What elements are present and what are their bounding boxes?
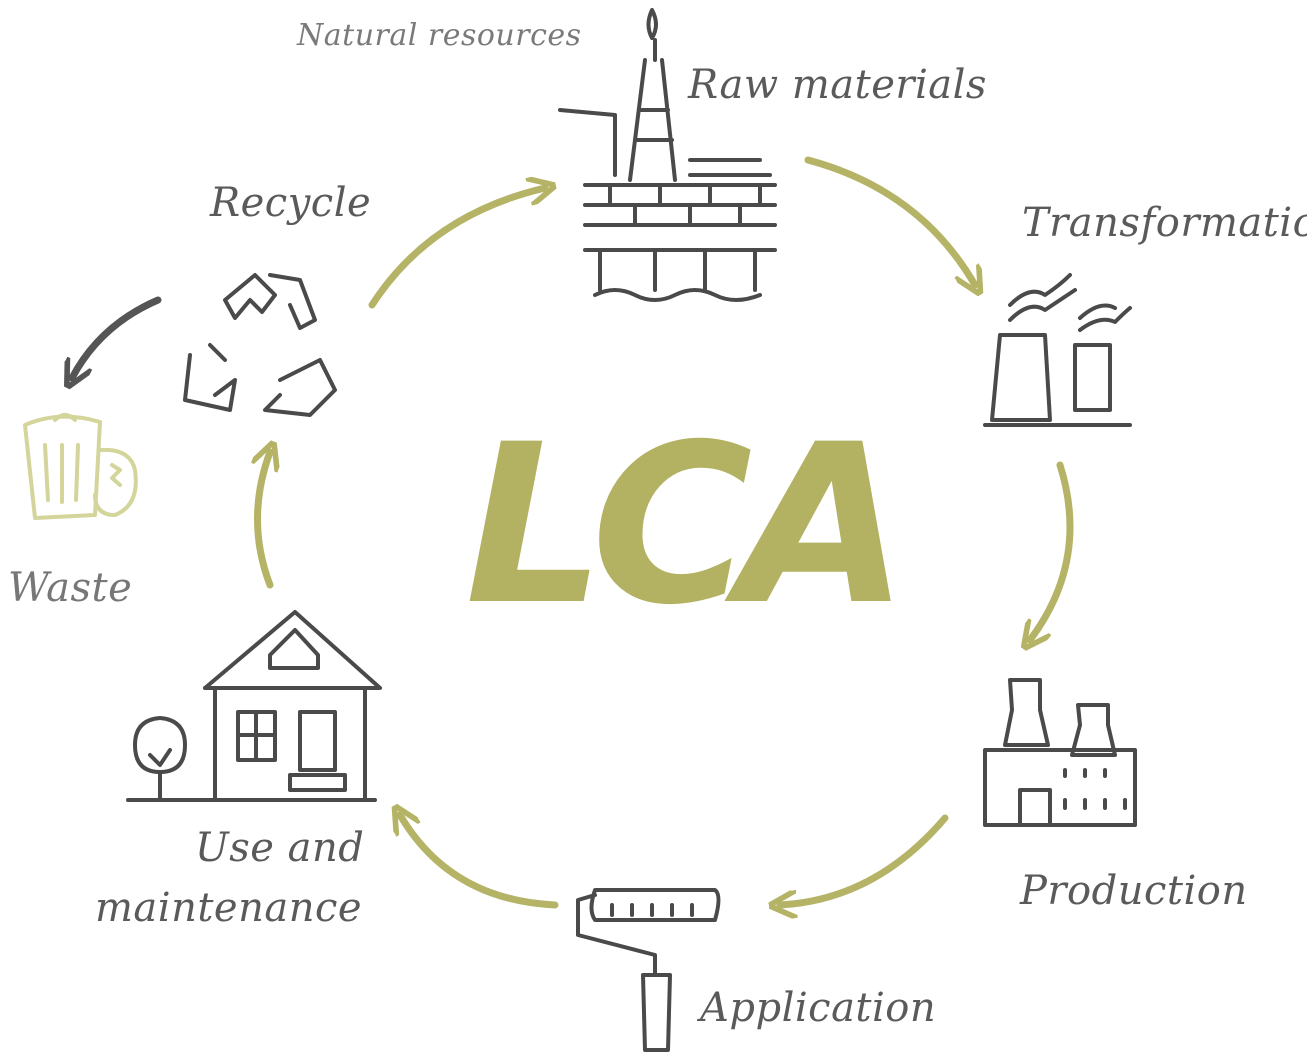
oil-rig-icon <box>558 8 777 302</box>
stage-label-use-line1: Use and <box>195 825 365 871</box>
arrow-use-to-recycle <box>258 452 271 589</box>
stage-label-raw-materials: Raw materials <box>688 62 987 108</box>
arrow-production-to-application <box>780 814 949 905</box>
stage-label-production: Production <box>1020 868 1248 914</box>
arrow-recycle-to-waste <box>72 296 162 378</box>
paint-roller-icon <box>576 888 721 1052</box>
trash-bin-icon <box>23 413 138 520</box>
arrow-recycle-to-raw <box>368 188 545 309</box>
arrow-application-to-use <box>400 815 559 909</box>
arrow-transformation-to-production <box>1030 461 1074 640</box>
power-plant-icon <box>983 273 1132 427</box>
house-icon <box>126 610 382 802</box>
factory-icon <box>983 678 1137 827</box>
waste-label: Waste <box>8 565 133 611</box>
arrow-raw-to-transformation <box>804 156 975 285</box>
recycle-icon <box>183 273 337 417</box>
center-title: LCA <box>465 397 909 653</box>
stage-label-use-line2: maintenance <box>95 885 363 931</box>
stage-label-application: Application <box>700 985 937 1031</box>
cycle-arrows <box>72 156 1074 909</box>
stage-label-recycle: Recycle <box>210 180 372 226</box>
stage-label-transformation: Transformation <box>1022 200 1307 246</box>
natural-resources-label: Natural resources <box>297 18 582 53</box>
